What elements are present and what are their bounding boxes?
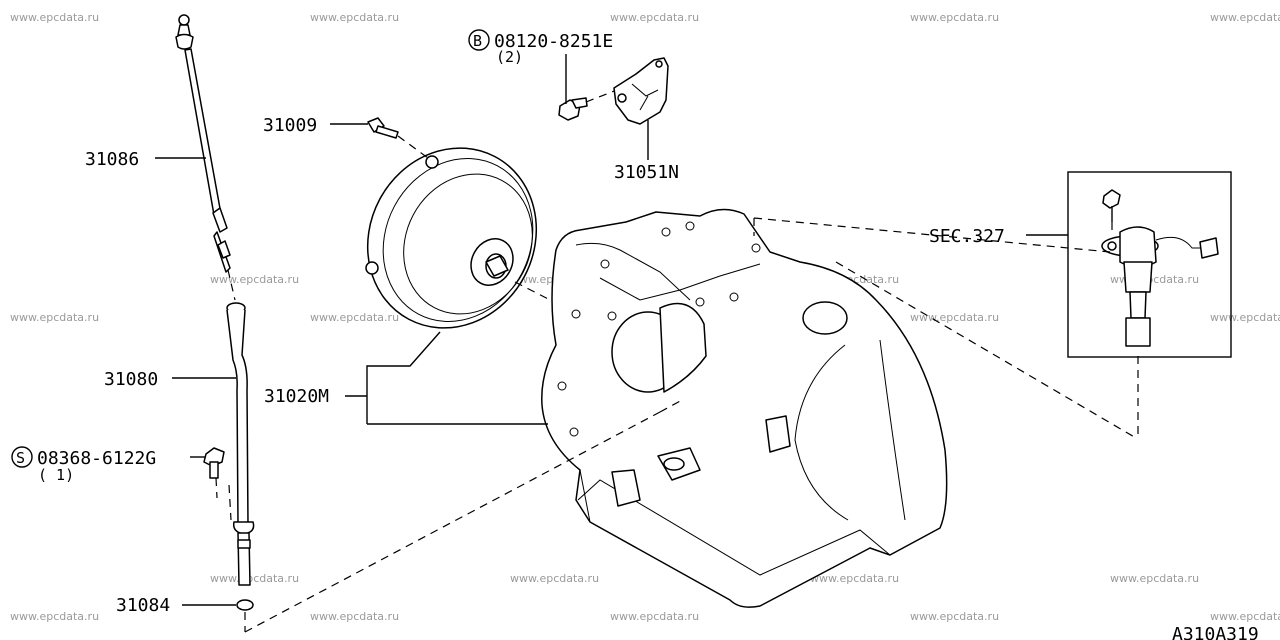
tube-bolt-prefix-circle xyxy=(11,446,33,468)
watermark: www.epcdata.ru xyxy=(1210,11,1280,24)
bracket-drawing xyxy=(613,57,669,125)
o-ring-drawing xyxy=(236,599,254,611)
watermark: www.epcdata.ru xyxy=(910,311,999,324)
label-bracket-bolt-qty: (2) xyxy=(496,48,523,66)
label-diagram-id: A310A319 xyxy=(1172,624,1259,640)
tube-bolt-drawing xyxy=(203,447,225,479)
watermark: www.epcdata.ru xyxy=(10,610,99,623)
label-o-ring: 31084 xyxy=(116,595,170,616)
bracket-bolt-drawing xyxy=(558,87,623,121)
label-converter-bolt: 31009 xyxy=(263,115,317,136)
label-bracket: 31051N xyxy=(614,162,679,183)
label-tube-bolt-code: 08368-6122G xyxy=(37,448,156,469)
label-tube: 31080 xyxy=(104,369,158,390)
watermark: www.epcdata.ru xyxy=(210,572,299,585)
watermark: www.epcdata.ru xyxy=(10,11,99,24)
watermark: www.epcdata.ru xyxy=(1110,273,1199,286)
label-section-ref: SEC.327 xyxy=(929,226,1005,247)
converter-bolt-drawing xyxy=(367,117,429,159)
watermark: www.epcdata.ru xyxy=(1210,311,1280,324)
dipstick-drawing xyxy=(175,14,236,301)
bracket-bolt-prefix-circle xyxy=(468,29,490,51)
watermark: www.epcdata.ru xyxy=(910,610,999,623)
label-dipstick: 31086 xyxy=(85,149,139,170)
watermark: www.epcdata.ru xyxy=(510,572,599,585)
watermark: www.epcdata.ru xyxy=(810,572,899,585)
label-transmission: 31020M xyxy=(264,386,329,407)
watermark: www.epcdata.ru xyxy=(310,11,399,24)
watermark: www.epcdata.ru xyxy=(1110,572,1199,585)
watermark: www.epcdata.ru xyxy=(310,311,399,324)
transmission-drawing xyxy=(541,208,948,608)
watermark: www.epcdata.ru xyxy=(610,11,699,24)
tube-drawing xyxy=(215,302,255,586)
sec327-inset xyxy=(753,171,1232,440)
watermark: www.epcdata.ru xyxy=(10,311,99,324)
dashed-guide xyxy=(659,399,683,413)
torque-converter-drawing xyxy=(365,147,561,329)
label-tube-bolt-qty: ( 1) xyxy=(38,466,74,484)
label-tube-bolt-prefix: S xyxy=(16,449,25,467)
leader-lines xyxy=(155,54,1068,606)
label-bracket-bolt-code: 08120-8251E xyxy=(494,31,613,52)
watermark: www.epcdata.ru xyxy=(1210,610,1280,623)
watermark: www.epcdata.ru xyxy=(210,273,299,286)
watermark: www.epcdata.ru xyxy=(310,610,399,623)
watermark: www.epcdata.ru xyxy=(610,610,699,623)
part-labels: 31086 31080 31084 31009 31020M 31051N SE… xyxy=(11,29,1259,640)
watermark: www.epcdata.ru xyxy=(910,11,999,24)
label-bracket-bolt-prefix: B xyxy=(473,32,482,50)
